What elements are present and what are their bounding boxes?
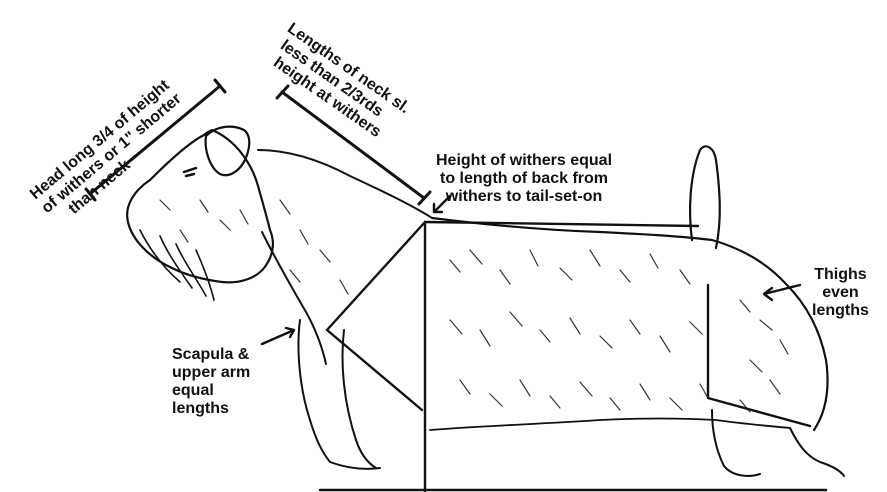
scapula-annotation-line-4: lengths [172, 400, 250, 418]
withers-annotation-line-2: to length of back from [436, 170, 612, 188]
thighs-annotation-line-2: even [812, 284, 869, 302]
dog-body-outline [432, 218, 828, 430]
withers-annotation-line-3: withers to tail-set-on [436, 188, 612, 206]
dog-neck-front [262, 232, 326, 364]
back-length-line [425, 222, 698, 226]
scapula-annotation-line-2: upper arm [172, 364, 250, 382]
scapula-line [327, 222, 425, 330]
thighs-annotation: Thighs even lengths [812, 266, 869, 320]
scapula-annotation-line-1: Scapula & [172, 346, 250, 364]
dog-belly [430, 419, 790, 431]
scapula-annotation-line-3: equal [172, 382, 250, 400]
dog-beard [140, 230, 214, 300]
scapula-arrow-icon [262, 328, 294, 344]
dog-coat-texture [160, 200, 788, 412]
thighs-annotation-line-1: Thighs [812, 266, 869, 284]
thigh-line [708, 285, 810, 426]
withers-annotation: Height of withers equal to length of bac… [436, 152, 612, 206]
thighs-annotation-line-3: lengths [812, 302, 869, 320]
upper-arm-line [327, 330, 422, 410]
dog-front-legs [298, 320, 380, 469]
dog-ear [206, 127, 250, 176]
withers-annotation-line-1: Height of withers equal [436, 152, 612, 170]
scapula-annotation: Scapula & upper arm equal lengths [172, 346, 250, 418]
dog-hind-legs [712, 410, 844, 476]
dog-eye [184, 168, 196, 176]
dog-tail [690, 146, 720, 248]
